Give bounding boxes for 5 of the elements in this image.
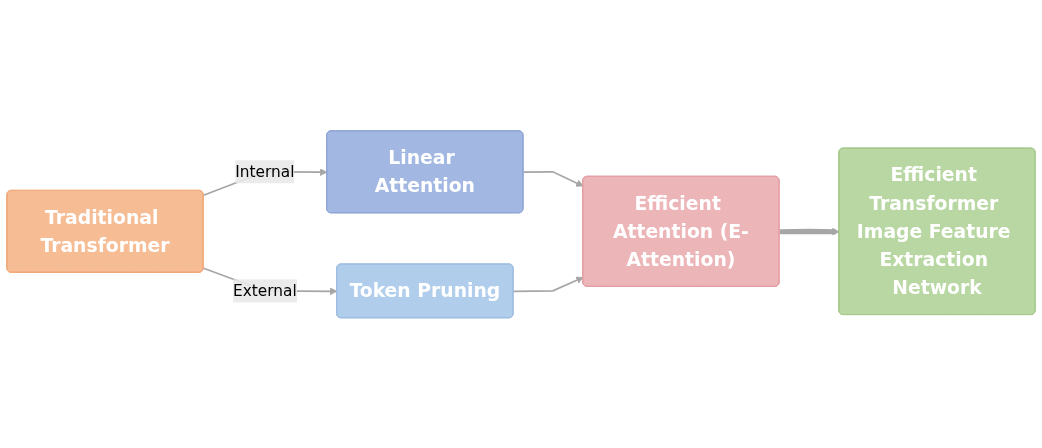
arrow — [522, 170, 584, 187]
edge-label: Internal — [235, 162, 295, 181]
edge-label: External — [233, 281, 297, 300]
arrow — [779, 227, 840, 236]
arrow — [512, 276, 584, 292]
